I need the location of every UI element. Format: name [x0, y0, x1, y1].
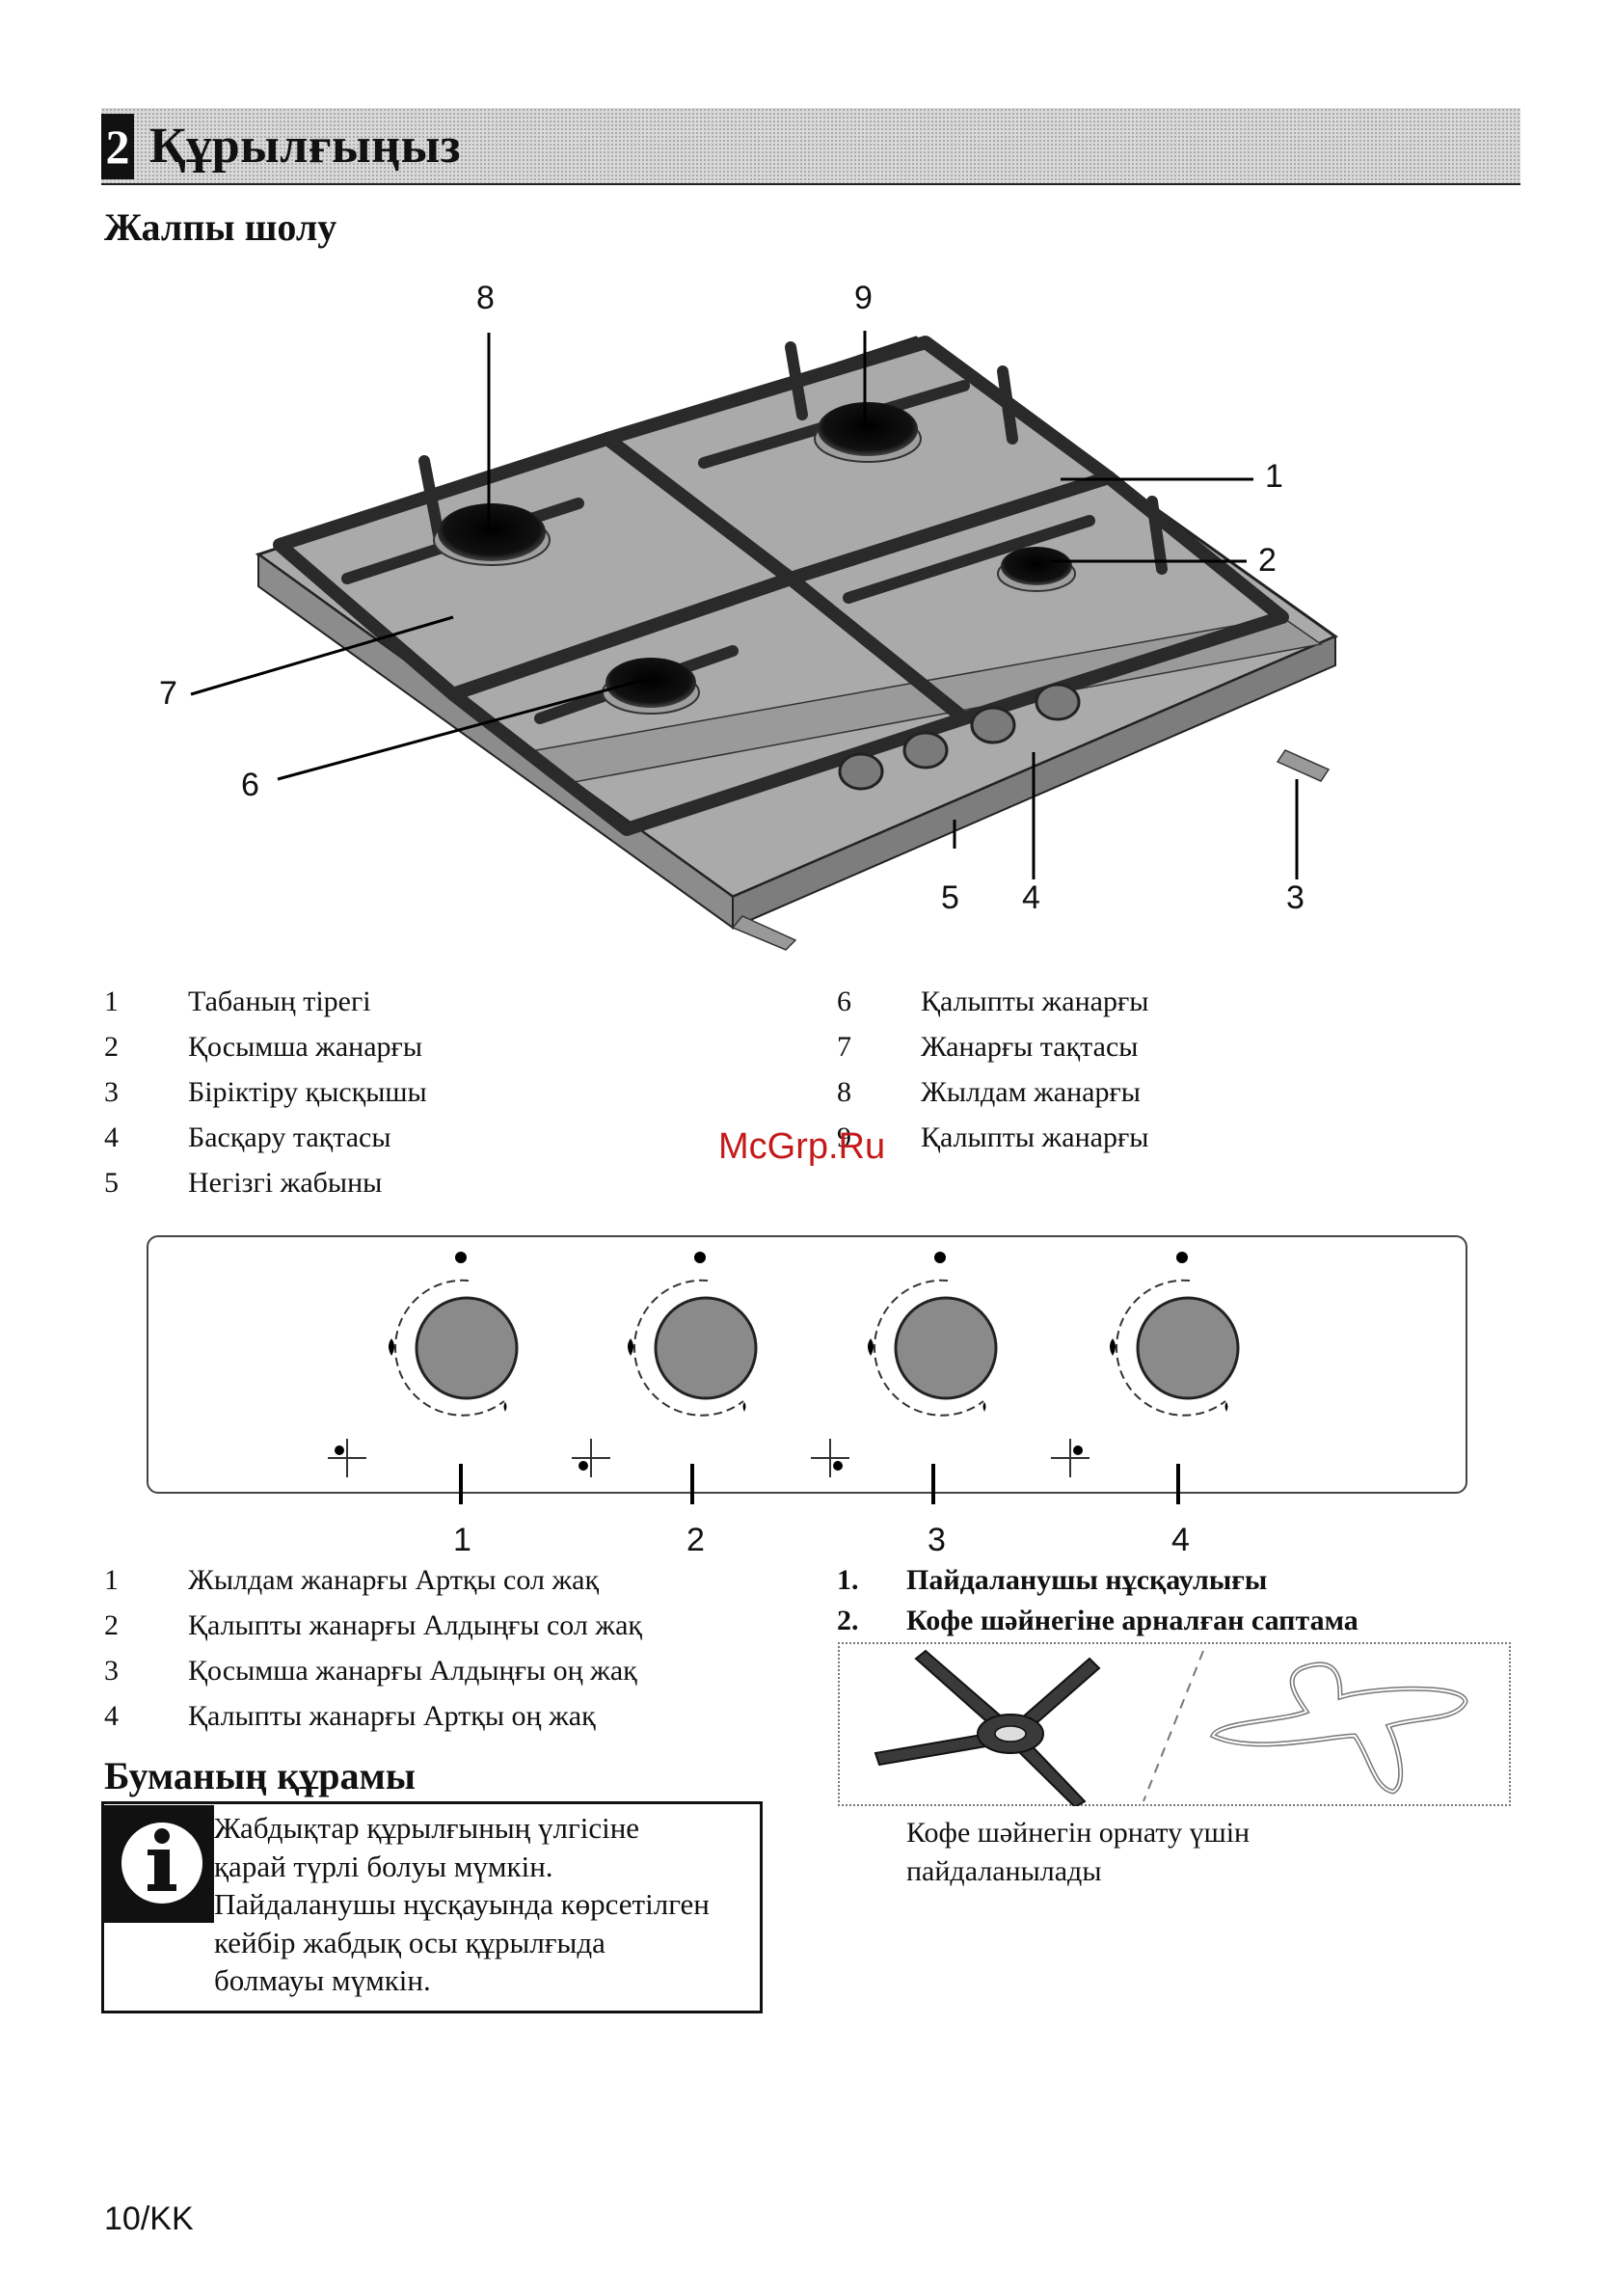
- overview-item-num: 7: [837, 1031, 851, 1063]
- callout-8: 8: [476, 280, 495, 316]
- overview-item-num: 5: [104, 1167, 119, 1199]
- overview-item-text: Табаның тірегі: [188, 986, 371, 1017]
- info-line: Пайдаланушы нұсқауында көрсетілген: [214, 1887, 710, 1921]
- knob-label-1: 1: [453, 1522, 471, 1558]
- control-item-num: 1: [104, 1564, 119, 1596]
- accessory-item-text: Кофе шәйнегіне арналған саптама: [906, 1605, 1358, 1636]
- off-position-dot: [934, 1252, 946, 1263]
- off-position-dot: [455, 1252, 467, 1263]
- small-flame-icon: [742, 1402, 746, 1412]
- overview-item-text: Қосымша жанарғы: [188, 1031, 423, 1063]
- callout-1: 1: [1265, 458, 1283, 495]
- off-position-dot: [1176, 1252, 1188, 1263]
- section-title: Құрылғыңыз: [149, 119, 462, 174]
- info-icon: [104, 1805, 214, 1923]
- control-item-text: Қалыпты жанарғы Алдыңғы сол жақ: [188, 1609, 642, 1641]
- control-item-text: Жылдам жанарғы Артқы сол жақ: [188, 1564, 600, 1596]
- control-knobs-diagram: [328, 1252, 1240, 1504]
- flame-icon: [389, 1338, 394, 1356]
- callout-6: 6: [241, 767, 259, 803]
- overview-item-text: Қалыпты жанарғы: [921, 1121, 1149, 1153]
- overview-item-text: Басқару тақтасы: [188, 1121, 391, 1153]
- burner-position-dot: [1073, 1445, 1083, 1455]
- accessory-item-num: 1.: [837, 1564, 859, 1596]
- section-number: 2: [101, 114, 134, 179]
- knob-3: [894, 1296, 998, 1400]
- burner-position-dot: [335, 1445, 344, 1455]
- info-line: қарай түрлі болуы мүмкін.: [214, 1849, 553, 1883]
- knob-1: [415, 1296, 519, 1400]
- knob-2: [654, 1296, 758, 1400]
- control-item-text: Қосымша жанарғы Алдыңғы оң жақ: [188, 1655, 637, 1687]
- accessory-caption-line-2: пайдаланылады: [906, 1855, 1102, 1887]
- overview-item-num: 9: [837, 1121, 851, 1153]
- callout-9: 9: [854, 280, 873, 316]
- package-heading: Буманың құрамы: [104, 1754, 416, 1797]
- accessory-caption-line-1: Кофе шәйнегін орнату үшін: [906, 1817, 1251, 1849]
- callout-4: 4: [1022, 879, 1040, 916]
- info-line: Жабдықтар құрылғының үлгісіне: [214, 1811, 640, 1845]
- burner-position-dot: [833, 1461, 843, 1471]
- overview-item-num: 1: [104, 986, 119, 1017]
- control-item-text: Қалыпты жанарғы Артқы оң жақ: [188, 1700, 596, 1732]
- overview-item-num: 6: [837, 986, 851, 1017]
- overview-item-num: 2: [104, 1031, 119, 1063]
- overview-item-num: 4: [104, 1121, 119, 1153]
- knob-label-3: 3: [928, 1522, 946, 1558]
- info-line: болмауы мүмкін.: [214, 1963, 431, 1997]
- overview-item-text: Жанарғы тақтасы: [921, 1031, 1139, 1063]
- overview-heading: Жалпы шолу: [104, 205, 337, 249]
- callout-2: 2: [1258, 542, 1277, 579]
- watermark: McGrp.Ru: [718, 1126, 886, 1167]
- small-flame-icon: [982, 1402, 986, 1412]
- control-panel-diagram: [147, 1235, 1467, 1494]
- info-line: кейбір жабдық осы құрылғыда: [214, 1925, 605, 1959]
- knob-scale-arc: [633, 1279, 744, 1417]
- control-item-num: 3: [104, 1655, 119, 1687]
- control-item-num: 2: [104, 1609, 119, 1641]
- callout-3: 3: [1286, 879, 1305, 916]
- knob-scale-arc: [1116, 1279, 1226, 1417]
- off-position-dot: [694, 1252, 706, 1263]
- section-header: 2 Құрылғыңыз: [101, 108, 1520, 185]
- overview-item-text: Негізгі жабыны: [188, 1167, 383, 1199]
- flame-icon: [628, 1338, 633, 1356]
- callout-7: 7: [159, 675, 177, 712]
- knob-scale-arc: [874, 1279, 984, 1417]
- overview-item-num: 8: [837, 1076, 851, 1108]
- accessory-item-text: Пайдаланушы нұсқаулығы: [906, 1564, 1268, 1596]
- overview-item-text: Біріктіру қысқышы: [188, 1076, 427, 1108]
- overview-item-text: Қалыпты жанарғы: [921, 986, 1149, 1017]
- page-number: 10/KK: [104, 2201, 194, 2237]
- small-flame-icon: [503, 1402, 507, 1412]
- coffee-adapter-illustration: [874, 1649, 1468, 1806]
- knob-label-2: 2: [686, 1522, 705, 1558]
- burner-position-dot: [578, 1461, 588, 1471]
- info-box: [101, 1801, 763, 2013]
- callout-5: 5: [941, 879, 959, 916]
- hob-illustration: [190, 331, 1339, 951]
- accessory-item-num: 2.: [837, 1605, 859, 1636]
- overview-item-text: Жылдам жанарғы: [921, 1076, 1141, 1108]
- knob-scale-arc: [394, 1279, 505, 1417]
- info-text: Жабдықтар құрылғының үлгісіне қарай түрл…: [214, 1809, 764, 2000]
- small-flame-icon: [1224, 1402, 1228, 1412]
- flame-icon: [868, 1338, 874, 1356]
- overview-item-num: 3: [104, 1076, 119, 1108]
- flame-icon: [1110, 1338, 1116, 1356]
- knob-4: [1136, 1296, 1240, 1400]
- knob-label-4: 4: [1171, 1522, 1190, 1558]
- control-item-num: 4: [104, 1700, 119, 1732]
- accessory-image-box: [838, 1642, 1511, 1806]
